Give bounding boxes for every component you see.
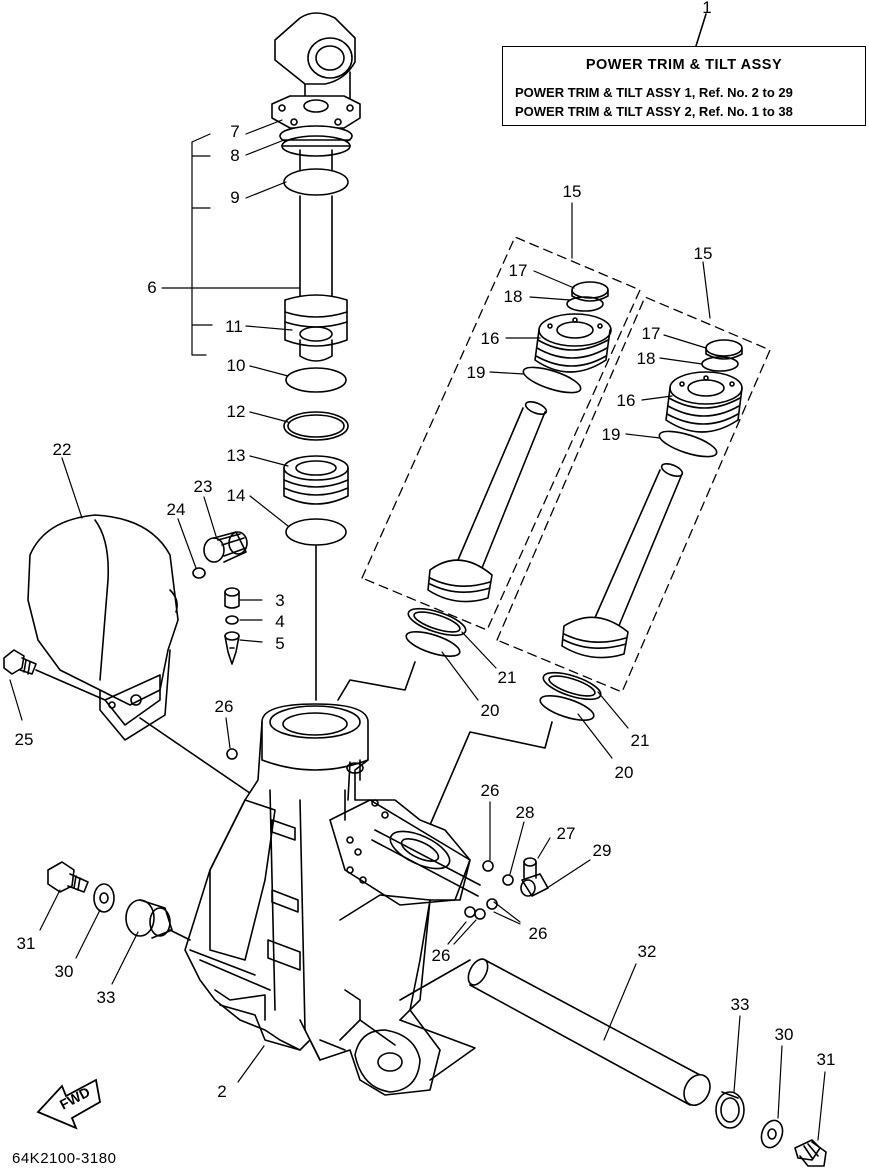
callout-19b: 19: [601, 425, 621, 444]
axis-line-15a: [337, 661, 416, 701]
bushing-part-23: [203, 531, 248, 563]
fwd-arrow-icon: FWD: [36, 1078, 101, 1130]
callout-21b: 21: [630, 731, 650, 750]
o-ring-part-10: [285, 367, 347, 393]
callout-10: 10: [226, 356, 246, 375]
o-ring-part-4: [225, 615, 239, 625]
ring-part-21a: [407, 607, 467, 637]
callout-26c: 26: [528, 924, 548, 943]
o-ring-part-26d: [474, 908, 486, 920]
bolt-part-31b: [794, 1139, 827, 1167]
callout-15a: 15: [562, 182, 582, 201]
bolt-part-31a: [47, 861, 89, 893]
washer-part-30b: [760, 1119, 784, 1149]
callout-18b: 18: [636, 349, 656, 368]
o-ring-part-26a: [226, 748, 238, 760]
callout-26d: 26: [431, 946, 451, 965]
washer-part-30a: [93, 883, 115, 913]
leader-lines: [9, 119, 826, 1141]
callout-6: 6: [147, 278, 157, 297]
callout-9: 9: [230, 188, 240, 207]
callout-18a: 18: [503, 287, 523, 306]
callout-30b: 30: [774, 1025, 794, 1044]
callout-12: 12: [226, 402, 246, 421]
ring-part-12: [283, 411, 349, 441]
plug-part-29: [520, 873, 549, 897]
callout-15b: 15: [693, 244, 713, 263]
callout-33b: 33: [730, 995, 750, 1014]
callout-11: 11: [225, 317, 243, 336]
callout-22: 22: [52, 440, 72, 459]
callout-5: 5: [275, 634, 285, 653]
callout-21a: 21: [497, 668, 517, 687]
callout-14: 14: [226, 486, 246, 505]
o-ring-part-14: [285, 518, 347, 546]
title-box: POWER TRIM & TILT ASSY POWER TRIM & TILT…: [502, 46, 866, 126]
bushing-part-33b: [715, 1091, 745, 1129]
callout-16b: 16: [616, 391, 636, 410]
tilt-pin-part-32: [467, 958, 711, 1107]
callout-25: 25: [14, 730, 34, 749]
o-ring-part-20a: [405, 631, 461, 657]
valve-part-3: [224, 587, 240, 609]
seal-part-13: [283, 455, 349, 505]
o-ring-part-26c: [464, 906, 476, 918]
callout-32: 32: [637, 942, 657, 961]
callout-1: 1: [702, 0, 712, 17]
callout-20b: 20: [614, 763, 634, 782]
pin-part-27: [523, 857, 537, 879]
callout-17b: 17: [641, 324, 661, 343]
bolt-part-25: [3, 649, 261, 801]
callout-29: 29: [592, 841, 612, 860]
cylinder-assy-part-15a: [361, 236, 641, 631]
callout-8: 8: [230, 146, 240, 165]
leader-1: [695, 13, 707, 47]
callout-20a: 20: [480, 701, 500, 720]
o-ring-part-20b: [539, 695, 595, 721]
callout-2: 2: [217, 1082, 227, 1101]
callout-31a: 31: [16, 934, 36, 953]
title-line-2: POWER TRIM & TILT ASSY 2, Ref. No. 1 to …: [515, 104, 793, 119]
main-body-part-2: [184, 703, 481, 1096]
title-line-1: POWER TRIM & TILT ASSY 1, Ref. No. 2 to …: [515, 85, 793, 100]
bushing-part-33a: [125, 899, 191, 941]
axis-line-15b: [429, 721, 553, 826]
diagram-code: 64K2100-3180: [12, 1150, 117, 1167]
callout-3: 3: [275, 591, 285, 610]
title-heading: POWER TRIM & TILT ASSY: [585, 57, 783, 73]
o-ring-part-26e: [486, 898, 498, 910]
cylinder-assy-part-15b: [496, 296, 771, 693]
callout-33a: 33: [96, 988, 116, 1007]
callout-17a: 17: [508, 261, 528, 280]
ball-part-28: [502, 874, 514, 886]
callout-26b: 26: [480, 781, 500, 800]
callout-7: 7: [230, 122, 240, 141]
o-ring-part-24: [192, 567, 206, 579]
valve-part-5: [224, 631, 240, 665]
callout-16a: 16: [480, 329, 500, 348]
callout-4: 4: [275, 612, 285, 631]
callout-24: 24: [166, 500, 186, 519]
callout-13: 13: [226, 446, 246, 465]
callout-23: 23: [193, 477, 213, 496]
tilt-rod-part-6: [271, 12, 361, 362]
callout-28: 28: [515, 803, 535, 822]
cover-part-22: [27, 514, 179, 741]
callout-26a: 26: [214, 697, 234, 716]
callout-30a: 30: [54, 962, 74, 981]
ring-part-21b: [542, 671, 602, 701]
o-ring-part-26b: [482, 860, 494, 872]
callout-31b: 31: [816, 1050, 836, 1069]
callout-19a: 19: [466, 363, 486, 382]
callout-27: 27: [556, 824, 576, 843]
